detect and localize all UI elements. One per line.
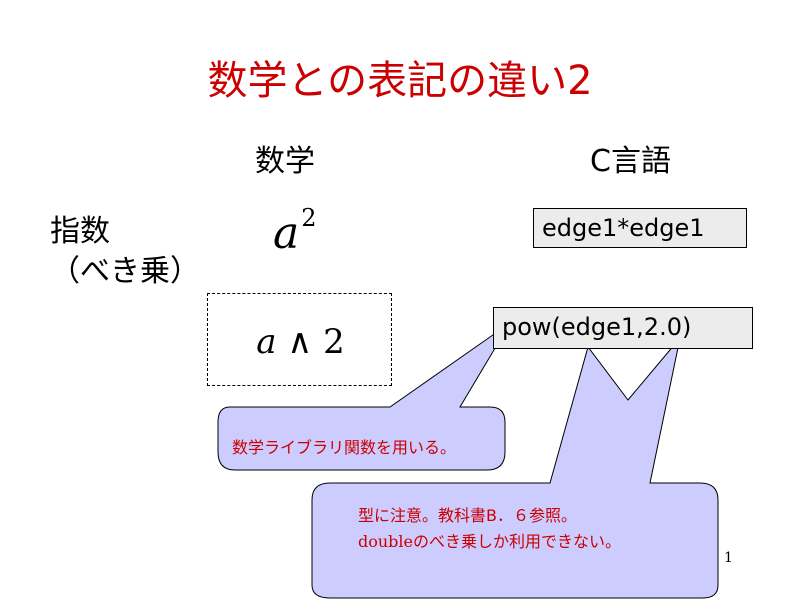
math-column-heading: 数学 (255, 144, 315, 179)
exponent-row-label: 指数 （べき乗） (50, 212, 200, 292)
page-number: 1 (724, 550, 733, 566)
code-pow-example: pow(edge1,2.0) (493, 307, 753, 349)
code-multiply-example: edge1*edge1 (533, 208, 747, 248)
callout-text-2-line2: doubleのべき乗しか利用できない。 (358, 532, 622, 551)
exponent-label-line1: 指数 (50, 214, 110, 249)
c-language-column-heading: C言語 (590, 144, 671, 179)
callout-text-2: 型に注意。教科書B．６参照。 doubleのべき乗しか利用できない。 (358, 503, 621, 555)
caret-notation-box: a ∧ 2 (207, 293, 392, 386)
callout-bubble-1 (217, 322, 511, 471)
callout-bubble-2 (311, 337, 719, 599)
caret-var: a (256, 322, 277, 362)
caret-number: 2 (323, 322, 345, 362)
math-base: a (273, 208, 300, 259)
math-exponent: 2 (301, 204, 317, 232)
exponent-label-line2: （べき乗） (50, 254, 200, 289)
caret-operator: ∧ (287, 322, 313, 362)
slide-title: 数学との表記の違い2 (207, 58, 593, 104)
callout-text-2-line1: 型に注意。教科書B．６参照。 (358, 506, 577, 525)
callout-text-1: 数学ライブラリ関数を用いる。 (232, 438, 457, 457)
caret-expression: a ∧ 2 (208, 322, 393, 362)
math-power-expression: a2 (273, 204, 317, 259)
